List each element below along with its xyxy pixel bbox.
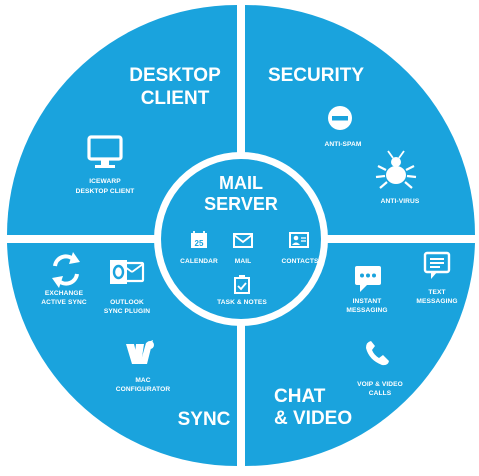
center-hub [161,159,321,319]
sync-arrows-icon [52,252,80,288]
calendar-icon: 25 [191,231,207,248]
monitor-icon [87,135,123,168]
outlook-line2: SYNC PLUGIN [104,308,150,315]
im-line2: MESSAGING [346,307,387,314]
voip-line2: CALLS [369,390,392,397]
text-line2: MESSAGING [416,298,457,305]
tools-icon [126,340,154,364]
calendar-label: CALENDAR [180,258,218,265]
contacts-label: CONTACTS [282,258,319,265]
chat-bubble-icon [355,266,381,292]
desktop-title-line2: CLIENT [141,88,210,109]
antispam-label: ANTI-SPAM [324,141,361,148]
checklist-icon [234,275,250,294]
desktop-item-line1: ICEWARP [89,178,121,185]
desktop-title-line1: DESKTOP [129,65,221,86]
exchange-line1: EXCHANGE [45,290,84,297]
contacts-icon [289,232,309,248]
mac-line1: MAC [135,377,150,384]
mail-label: MAIL [235,258,252,265]
phone-icon [366,341,389,366]
center-title-line1: MAIL [219,173,263,193]
text-line1: TEXT [428,289,445,296]
sync-title: SYNC [178,409,231,430]
no-entry-icon [328,106,352,130]
tasks-label: TASK & NOTES [217,299,267,306]
envelope-icon [233,233,253,248]
outlook-line1: OUTLOOK [110,299,144,306]
security-title: SECURITY [268,65,364,86]
outlook-icon [110,260,145,284]
bug-icon [375,150,417,189]
antivirus-label: ANTI-VIRUS [381,198,420,205]
chat-title-line2: & VIDEO [274,408,352,429]
chat-title-line1: CHAT [274,386,326,407]
mac-line2: CONFIGURATOR [116,386,171,393]
im-line1: INSTANT [353,298,382,305]
center-title-line2: SERVER [204,194,278,214]
exchange-line2: ACTIVE SYNC [41,299,87,306]
message-icon [423,251,451,279]
desktop-item-line2: DESKTOP CLIENT [76,188,135,195]
voip-line1: VOIP & VIDEO [357,381,403,388]
calendar-day: 25 [195,239,204,248]
